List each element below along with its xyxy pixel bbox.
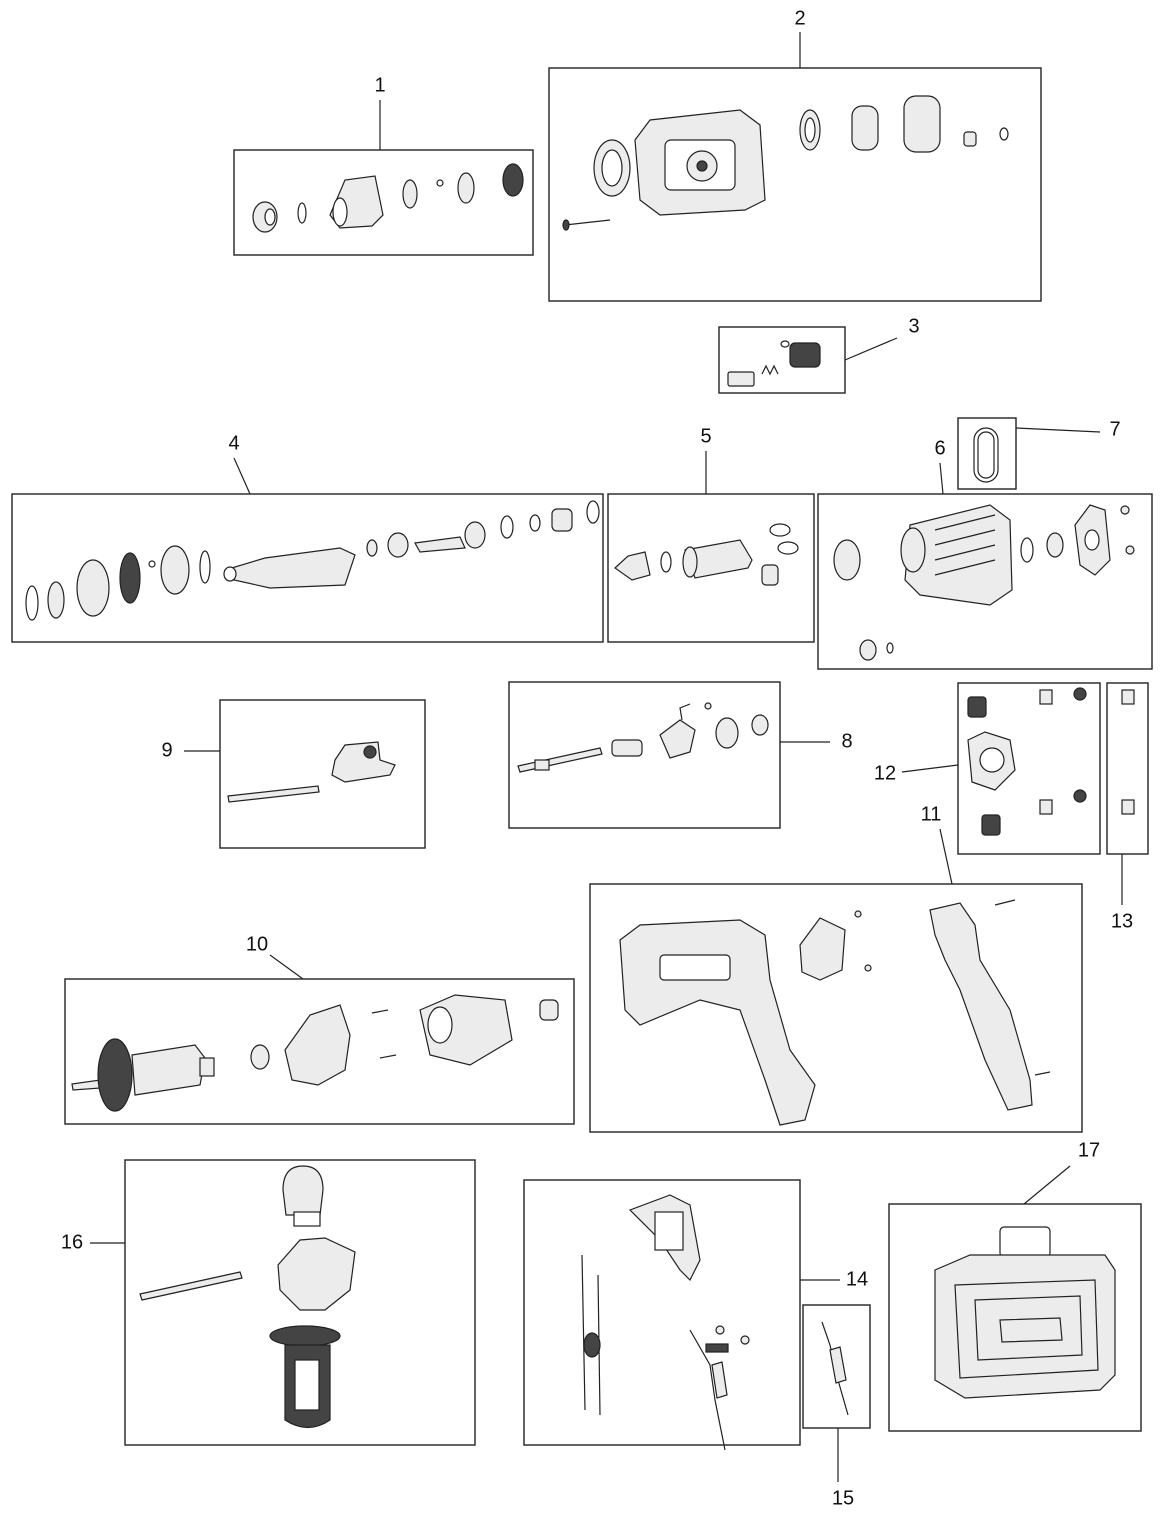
power-cord-icon xyxy=(821,1321,849,1416)
part-number-10: 10 xyxy=(246,933,268,955)
part-number-6: 6 xyxy=(934,437,945,459)
part-group-10[interactable]: 10 xyxy=(64,933,575,1125)
part-number-7: 7 xyxy=(1109,418,1120,440)
part-group-1[interactable]: 1 xyxy=(233,74,534,256)
part-group-3[interactable]: 3 xyxy=(718,315,920,394)
drive-shaft-icon xyxy=(517,702,769,773)
part-group-8[interactable]: 8 xyxy=(508,681,853,829)
part-group-5[interactable]: 5 xyxy=(607,425,815,643)
part-group-16[interactable]: 16 xyxy=(61,1159,476,1446)
part-number-12: 12 xyxy=(874,762,896,784)
part-group-15[interactable]: 15 xyxy=(802,1304,871,1509)
part-number-2: 2 xyxy=(794,7,805,29)
part-group-12[interactable]: 12 xyxy=(874,682,1101,855)
intermediate-housing-icon xyxy=(833,504,1135,661)
part-group-17[interactable]: 17 xyxy=(888,1139,1142,1432)
o-ring-icon xyxy=(973,427,999,483)
mode-switch-rod-icon xyxy=(227,741,396,803)
motor-armature-icon xyxy=(71,994,559,1112)
part-number-9: 9 xyxy=(161,739,172,761)
auxiliary-handle-icon xyxy=(139,1165,356,1429)
part-group-9[interactable]: 9 xyxy=(161,699,426,849)
part-number-5: 5 xyxy=(700,425,711,447)
part-group-11[interactable]: 11 xyxy=(589,803,1083,1133)
part-group-2[interactable]: 2 xyxy=(548,7,1042,302)
brush-holder-icon xyxy=(967,687,1087,836)
switch-wiring-icon xyxy=(581,1194,750,1451)
part-group-13[interactable]: 13 xyxy=(1106,682,1149,932)
part-number-1: 1 xyxy=(374,74,385,96)
part-group-7[interactable]: 7 xyxy=(957,417,1121,490)
part-number-15: 15 xyxy=(832,1487,854,1509)
part-number-8: 8 xyxy=(841,730,852,752)
part-number-11: 11 xyxy=(921,803,942,825)
spindle-assembly-icon xyxy=(25,500,600,621)
part-number-16: 16 xyxy=(61,1231,83,1253)
carbon-brush-icon xyxy=(727,340,821,387)
part-number-3: 3 xyxy=(908,315,919,337)
part-number-4: 4 xyxy=(228,432,239,454)
carry-case-icon xyxy=(934,1226,1116,1399)
part-group-4[interactable]: 4 xyxy=(11,432,604,643)
part-number-14: 14 xyxy=(846,1268,868,1290)
piston-parts-icon xyxy=(614,523,799,586)
handle-housing-icon xyxy=(619,899,1051,1126)
part-group-14[interactable]: 14 xyxy=(523,1179,868,1451)
chuck-parts-icon xyxy=(252,163,524,233)
part-number-17: 17 xyxy=(1078,1139,1100,1161)
part-number-13: 13 xyxy=(1111,910,1133,932)
brush-spring-icon xyxy=(1121,689,1135,815)
gear-housing-icon xyxy=(562,95,1009,231)
part-group-6[interactable]: 6 xyxy=(817,437,1153,670)
